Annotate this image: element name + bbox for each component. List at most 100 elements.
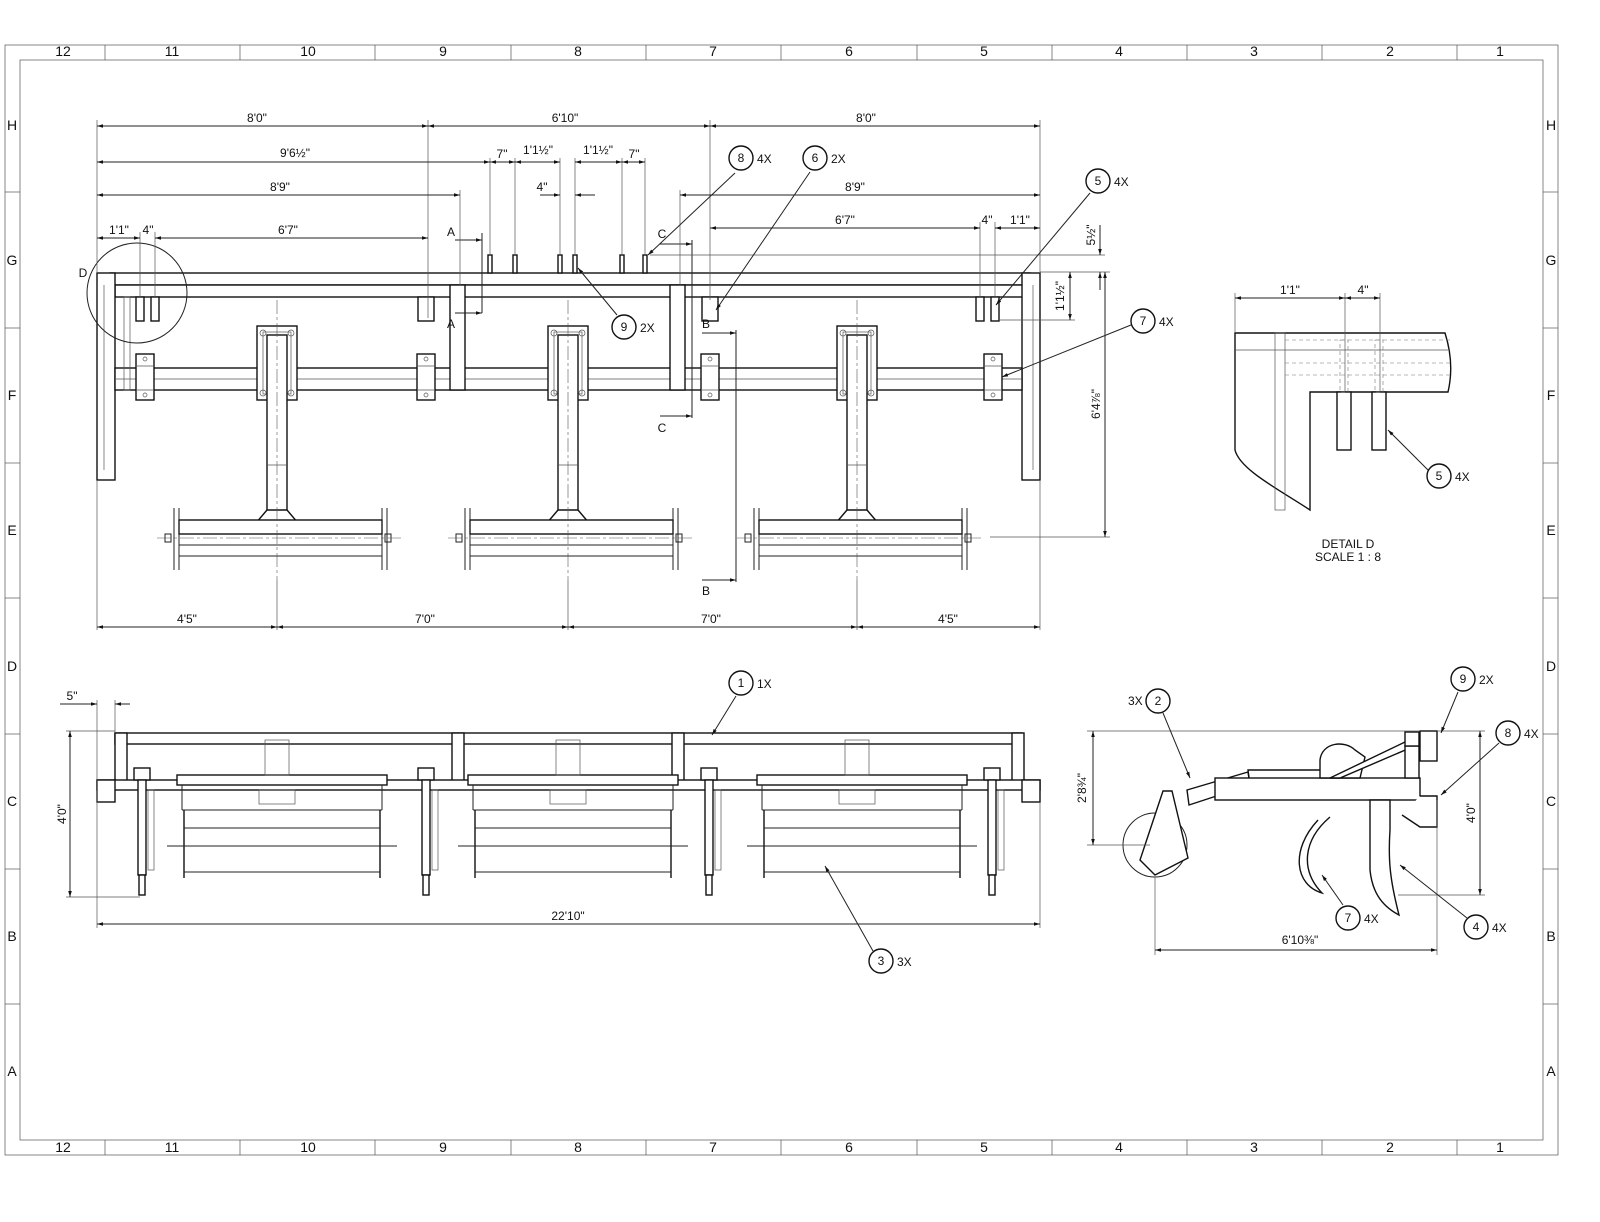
top-bolts <box>135 296 1000 322</box>
balloon: 9 2X <box>577 267 655 340</box>
svg-text:C: C <box>7 793 17 809</box>
shank-assembly <box>156 299 403 581</box>
svg-text:8: 8 <box>1505 726 1512 740</box>
svg-text:7: 7 <box>709 43 717 59</box>
balloon: 8 4X <box>647 145 772 256</box>
svg-text:4'5": 4'5" <box>177 612 197 626</box>
svg-text:B: B <box>7 928 16 944</box>
svg-text:1'1½": 1'1½" <box>1053 281 1067 311</box>
balloon: 23X <box>1128 688 1191 779</box>
svg-text:1: 1 <box>1496 43 1504 59</box>
svg-text:6: 6 <box>812 151 819 165</box>
dim-wheel-height: 2'8¾" <box>1075 773 1089 803</box>
svg-text:4: 4 <box>1473 920 1480 934</box>
svg-text:2: 2 <box>1386 1139 1394 1155</box>
rear-view: 5" 4'0" 22'10" <box>55 689 1041 928</box>
rear-roller-assembly <box>457 739 689 879</box>
svg-text:4X: 4X <box>1492 921 1507 935</box>
svg-text:3X: 3X <box>897 955 912 969</box>
svg-text:7'0": 7'0" <box>701 612 721 626</box>
svg-text:4X: 4X <box>757 152 772 166</box>
svg-text:F: F <box>1547 387 1556 403</box>
svg-text:1'1½": 1'1½" <box>523 143 553 157</box>
svg-text:5: 5 <box>1436 469 1443 483</box>
svg-text:B: B <box>702 317 710 331</box>
svg-text:2X: 2X <box>831 152 846 166</box>
svg-text:7: 7 <box>1345 911 1352 925</box>
svg-text:8: 8 <box>738 151 745 165</box>
svg-text:4": 4" <box>143 223 154 237</box>
svg-text:5: 5 <box>980 43 988 59</box>
svg-text:6'7": 6'7" <box>835 213 855 227</box>
detail-d-circle <box>86 242 188 344</box>
svg-text:1'1½": 1'1½" <box>583 143 613 157</box>
clamp <box>135 353 155 401</box>
svg-text:8: 8 <box>574 43 582 59</box>
svg-text:C: C <box>658 421 667 435</box>
side-view: 2'8¾" 4'0" 6'10⅜" <box>1075 730 1485 955</box>
svg-text:C: C <box>1546 793 1556 809</box>
svg-text:4": 4" <box>982 213 993 227</box>
dim-detail-a: 1'1" <box>1280 283 1300 297</box>
svg-text:G: G <box>7 252 18 268</box>
svg-text:C: C <box>658 227 667 241</box>
sheet-border <box>4 44 1559 1156</box>
svg-text:4": 4" <box>537 180 548 194</box>
dim-rear-width: 22'10" <box>551 909 584 923</box>
dim-side-length: 6'10⅜" <box>1282 933 1319 947</box>
clamp <box>700 353 720 401</box>
svg-text:D: D <box>7 658 17 674</box>
balloon: 6 2X <box>715 145 846 311</box>
svg-text:7": 7" <box>497 147 508 161</box>
svg-text:D: D <box>1546 658 1556 674</box>
svg-text:11: 11 <box>165 1139 180 1155</box>
svg-text:5½": 5½" <box>1084 225 1098 246</box>
balloon: 4 4X <box>1399 864 1507 940</box>
rear-roller-assembly <box>746 739 978 879</box>
dim-rear-height: 4'0" <box>55 804 69 824</box>
shank-assembly <box>447 299 694 581</box>
svg-text:1: 1 <box>1496 1139 1504 1155</box>
front-view: D A A C C B B <box>79 111 1110 630</box>
svg-text:9'6½": 9'6½" <box>280 146 310 160</box>
clamp <box>983 353 1003 401</box>
svg-text:6'4⅞": 6'4⅞" <box>1089 389 1103 419</box>
svg-text:4X: 4X <box>1524 727 1539 741</box>
svg-text:8: 8 <box>574 1139 582 1155</box>
svg-text:12: 12 <box>55 1139 71 1155</box>
svg-text:G: G <box>1546 252 1557 268</box>
svg-text:H: H <box>7 117 17 133</box>
svg-text:B: B <box>1546 928 1555 944</box>
svg-text:2X: 2X <box>640 321 655 335</box>
svg-text:4X: 4X <box>1114 175 1129 189</box>
svg-text:8'0": 8'0" <box>247 111 267 125</box>
detail-scale: SCALE 1 : 8 <box>1315 550 1381 564</box>
front-view-dimensions: 8'0" 6'10" 8'0" 9'6½" 7" 1'1½" 1'1½" 7" … <box>109 111 1103 626</box>
svg-text:2: 2 <box>1155 694 1162 708</box>
svg-text:9: 9 <box>439 43 447 59</box>
svg-text:7: 7 <box>709 1139 717 1155</box>
svg-text:E: E <box>7 522 16 538</box>
svg-text:6: 6 <box>845 43 853 59</box>
dim-side-height: 4'0" <box>1464 803 1478 823</box>
svg-text:4X: 4X <box>1159 315 1174 329</box>
svg-text:4X: 4X <box>1364 912 1379 926</box>
svg-text:5: 5 <box>980 1139 988 1155</box>
svg-text:A: A <box>7 1063 17 1079</box>
svg-text:1: 1 <box>738 676 745 690</box>
svg-text:10: 10 <box>300 43 316 59</box>
svg-text:A: A <box>447 317 455 331</box>
svg-text:5: 5 <box>1095 174 1102 188</box>
balloon: 5 4X <box>995 168 1129 306</box>
svg-text:9: 9 <box>621 320 628 334</box>
section-a-marker: A A <box>447 225 483 331</box>
hitch-pins <box>487 254 648 274</box>
